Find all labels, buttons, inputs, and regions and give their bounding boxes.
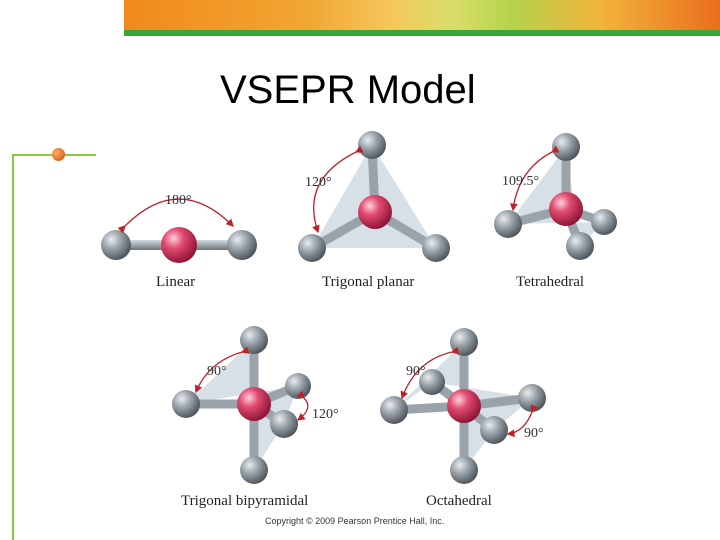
trigonal-bipyramidal-molecule: 90° 120° Trigonal bipyramidal — [172, 326, 339, 509]
trigonal-bipyramidal-outer-atom-front — [270, 410, 298, 438]
trigonal-planar-angle-label: 120° — [305, 175, 332, 190]
trigonal-bipyramidal-solid — [186, 340, 298, 470]
octahedral-angle-a-label: 90° — [406, 364, 426, 379]
octahedral-angle-b-label: 90° — [524, 426, 544, 441]
copyright-notice: Copyright © 2009 Pearson Prentice Hall, … — [265, 516, 444, 526]
trigonal-bipyramidal-label: Trigonal bipyramidal — [181, 493, 308, 509]
octahedral-outer-atom-left — [380, 396, 408, 424]
tetrahedral-molecule: 109.5° Tetrahedral — [494, 133, 617, 290]
trigonal-bipyramidal-equatorial-angle: 120° — [312, 407, 339, 422]
octahedral-molecule: 90° 90° Octahedral — [380, 328, 546, 509]
trigonal-bipyramidal-outer-atom-bottom — [240, 456, 268, 484]
accent-vertical-line — [12, 154, 14, 540]
octahedral-outer-atom-bottom — [450, 456, 478, 484]
tetrahedral-outer-atom-right — [591, 209, 617, 235]
trigonal-planar-label: Trigonal planar — [322, 274, 414, 290]
linear-angle-label: 180° — [165, 193, 192, 208]
tetrahedral-central-atom — [549, 192, 583, 226]
trigonal-bipyramidal-central-atom — [237, 387, 271, 421]
header-green-stripe — [124, 30, 720, 36]
tetrahedral-label: Tetrahedral — [516, 274, 584, 290]
octahedral-central-atom — [447, 389, 481, 423]
trigonal-bipyramidal-outer-atom-top — [240, 326, 268, 354]
tetrahedral-angle-label: 109.5° — [502, 174, 539, 189]
accent-bullet-dot — [52, 148, 65, 161]
octahedral-outer-atom-top — [450, 328, 478, 356]
linear-central-atom — [161, 227, 197, 263]
linear-label: Linear — [156, 274, 195, 290]
trigonal-planar-outer-atom-top — [358, 131, 386, 159]
octahedral-outer-atom-right — [518, 384, 546, 412]
trigonal-bipyramidal-outer-atom-right — [285, 373, 311, 399]
trigonal-bipyramidal-axial-angle: 90° — [207, 364, 227, 379]
trigonal-planar-outer-atom-left — [298, 234, 326, 262]
octahedral-label: Octahedral — [426, 493, 492, 509]
linear-outer-atom-right — [227, 230, 257, 260]
trigonal-planar-molecule: 120° Trigonal planar — [298, 131, 450, 290]
linear-molecule: 180° Linear — [101, 193, 257, 290]
trigonal-planar-outer-atom-right — [422, 234, 450, 262]
octahedral-angle-arrow-b — [506, 404, 539, 438]
header-banner — [124, 0, 720, 30]
trigonal-bipyramidal-equatorial-arrow — [296, 390, 309, 421]
header-blank — [0, 0, 124, 36]
trigonal-planar-central-atom — [358, 195, 392, 229]
tetrahedral-outer-atom-front — [566, 232, 594, 260]
slide-title: VSEPR Model — [220, 68, 476, 112]
trigonal-planar-angle-arrow — [312, 145, 364, 234]
tetrahedral-angle-arrow — [509, 145, 560, 212]
tetrahedral-outer-atom-left — [494, 210, 522, 238]
octahedral-outer-atom-front — [480, 416, 508, 444]
trigonal-bipyramidal-axial-arrow — [194, 346, 250, 394]
tetrahedral-outer-atom-top — [552, 133, 580, 161]
trigonal-bipyramidal-outer-atom-left — [172, 390, 200, 418]
linear-angle-arrow — [117, 198, 234, 234]
linear-outer-atom-left — [101, 230, 131, 260]
octahedral-angle-arrow-a — [400, 346, 460, 400]
